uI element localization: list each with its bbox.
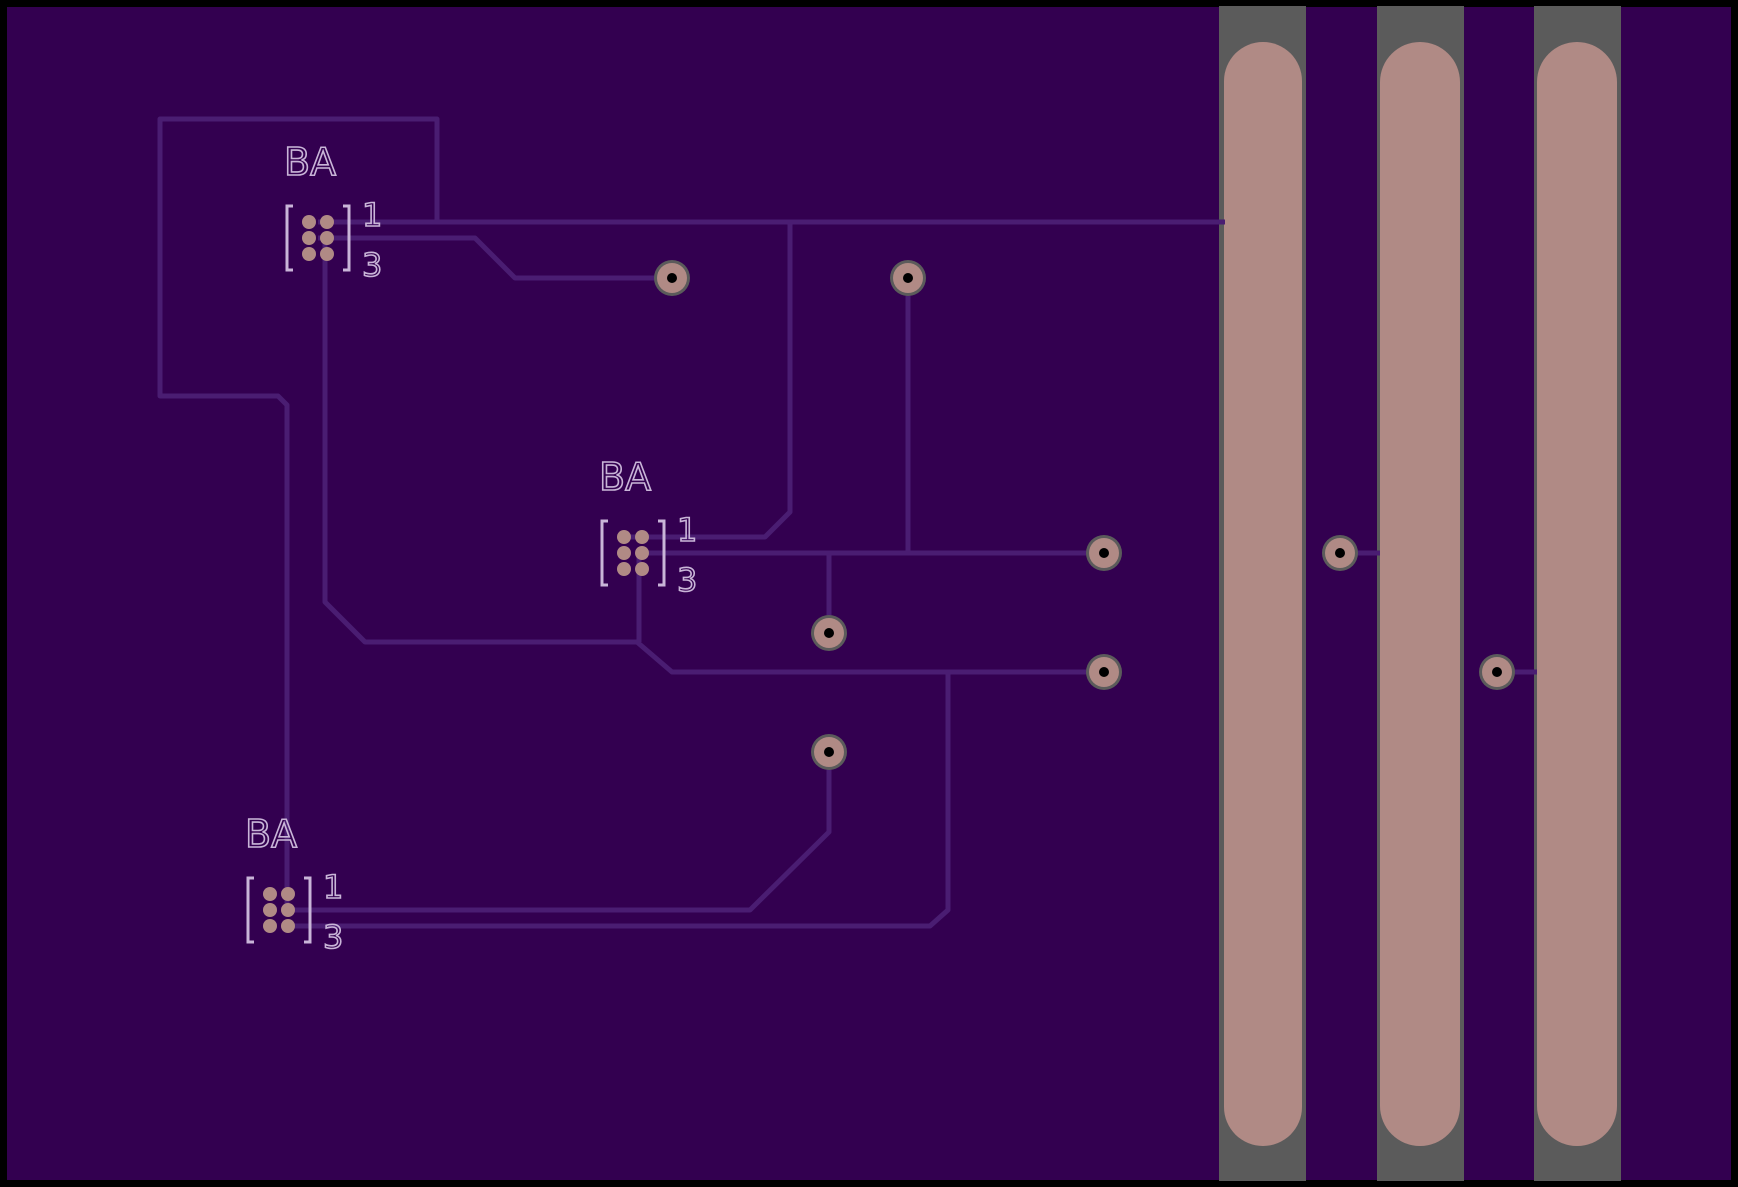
- vias: [654, 260, 1515, 770]
- silk-bracket-right: [343, 204, 351, 272]
- power-strips: [1219, 6, 1621, 1181]
- silk-label: BA: [599, 455, 651, 499]
- trace: [290, 672, 951, 929]
- connector-pads: [263, 887, 295, 933]
- pin-label-bottom: 3: [323, 918, 343, 956]
- via-5[interactable]: [811, 615, 847, 651]
- via-1[interactable]: [654, 260, 690, 296]
- power-strip-3[interactable]: [1534, 6, 1621, 1181]
- via-3[interactable]: [1086, 535, 1122, 571]
- connector-pads: [302, 215, 334, 261]
- power-strip-2[interactable]: [1377, 6, 1464, 1181]
- pin-label-top: 1: [677, 511, 697, 549]
- pin-label-top: 1: [323, 868, 343, 906]
- trace: [318, 235, 672, 281]
- pin-label-top: 1: [362, 196, 382, 234]
- pin-label-bottom: 3: [677, 561, 697, 599]
- trace: [290, 752, 832, 913]
- traces: [157, 116, 1537, 929]
- silk-bracket-left: [285, 204, 293, 272]
- silk-label: BA: [284, 140, 336, 184]
- connector-j2[interactable]: BA 1 3: [598, 454, 698, 600]
- trace: [157, 116, 440, 910]
- connector-j1[interactable]: BA 1 3: [283, 139, 383, 285]
- trace: [322, 238, 1104, 675]
- silk-bracket-left: [246, 876, 254, 944]
- via-2[interactable]: [890, 260, 926, 296]
- via-6[interactable]: [1086, 654, 1122, 690]
- connector-j3[interactable]: BA 1 3: [244, 811, 344, 957]
- trace: [630, 222, 793, 540]
- via-4[interactable]: [1322, 535, 1358, 571]
- pin-label-bottom: 3: [362, 246, 382, 284]
- via-8[interactable]: [811, 734, 847, 770]
- silk-bracket-left: [600, 519, 608, 587]
- silk-bracket-right: [658, 519, 666, 587]
- silk-label: BA: [245, 812, 297, 856]
- connector-pads: [617, 530, 649, 576]
- silk-bracket-right: [304, 876, 312, 944]
- via-7[interactable]: [1479, 654, 1515, 690]
- power-strip-1[interactable]: [1219, 6, 1306, 1181]
